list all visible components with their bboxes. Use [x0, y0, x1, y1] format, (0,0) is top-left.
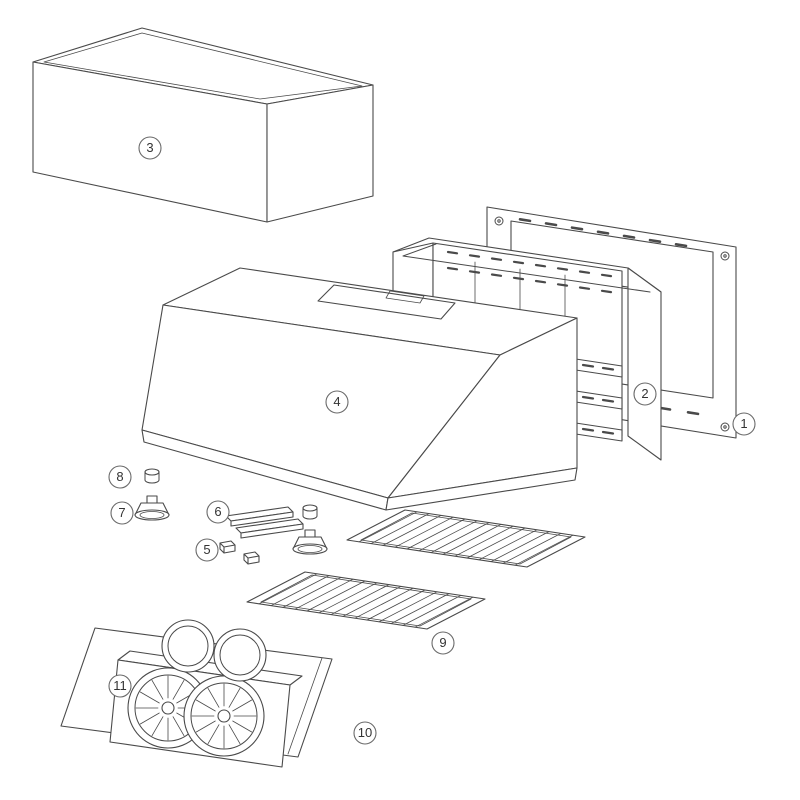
callout-label: 7 — [118, 505, 125, 520]
baffle-filter-upper — [346, 509, 586, 568]
fan-1-hub — [161, 701, 175, 715]
duct-cover-right-face — [266, 84, 374, 223]
callout-circle — [431, 631, 455, 655]
callout-label: 10 — [358, 725, 372, 740]
duct-cover-part — [32, 27, 374, 223]
corner-hole — [720, 422, 730, 432]
callout-label: 8 — [116, 469, 123, 484]
callout-label: 1 — [740, 416, 747, 431]
mounting-frame-top-slots — [518, 218, 688, 248]
bulb-top — [144, 468, 160, 476]
callout-label: 2 — [641, 386, 648, 401]
callout-label: 3 — [146, 140, 153, 155]
callout-label: 9 — [439, 635, 446, 650]
filter-frame — [246, 571, 486, 630]
callout-11: 11 — [108, 674, 132, 698]
housing-flange-line — [287, 657, 323, 755]
rail-a-side — [230, 511, 294, 527]
halogen-lamp-right — [292, 529, 328, 555]
filter-baffles — [358, 511, 574, 566]
callout-label: 6 — [214, 504, 221, 519]
callout-label: 5 — [203, 542, 210, 557]
liner-back-wall-slots-row1 — [446, 250, 613, 278]
baffle-filter-lower — [246, 571, 486, 630]
callout-6: 6 — [206, 500, 230, 524]
bulb-body — [144, 471, 160, 484]
duct-cover-inner-rim — [43, 32, 363, 100]
dual-blower-part — [109, 619, 303, 768]
callout-label: 11 — [113, 678, 127, 693]
callout-circle — [732, 412, 756, 436]
lamp-bulb-left — [144, 468, 160, 484]
callout-5: 5 — [195, 538, 219, 562]
callout-circle — [108, 674, 132, 698]
liner-back-wall-slots-row2 — [446, 266, 613, 294]
bulb-top — [302, 504, 318, 512]
corner-hole-dot — [723, 425, 727, 429]
corner-hole-dot — [723, 254, 727, 258]
callout-9: 9 — [431, 631, 455, 655]
filter-inner-frame — [260, 574, 472, 627]
callout-circle — [206, 500, 230, 524]
callout-2: 2 — [633, 382, 657, 406]
bracket-rails-part — [225, 506, 304, 539]
clip-2 — [243, 551, 260, 565]
hood-canopy-part — [141, 267, 578, 511]
callout-10: 10 — [353, 721, 377, 745]
liner-rail-slots — [581, 363, 615, 435]
filter-inner-frame — [360, 512, 572, 565]
hood-damper-tab — [385, 290, 425, 304]
callout-4: 4 — [325, 390, 349, 414]
filter-baffles — [258, 573, 474, 628]
liner-right-wall — [627, 267, 662, 461]
lamp-neck — [146, 495, 158, 504]
bulb-body — [302, 507, 318, 520]
fan-2-inner-rim — [190, 682, 258, 750]
callout-circle — [110, 501, 134, 525]
rail-b-side — [240, 523, 304, 539]
collar-ring-1 — [161, 619, 215, 673]
callout-circle — [325, 390, 349, 414]
callout-8: 8 — [108, 465, 132, 489]
halogen-lamp-left — [134, 495, 170, 521]
corner-hole — [720, 251, 730, 261]
corner-hole-dot — [497, 219, 501, 223]
fan-2-blades — [191, 683, 257, 749]
lamp-bulb-right — [302, 504, 318, 520]
callout-circle — [108, 465, 132, 489]
filter-clips-part — [219, 540, 260, 565]
hood-right-skirt — [385, 467, 578, 511]
lamp-neck — [304, 529, 316, 538]
collar-ring-2 — [213, 628, 267, 682]
corner-hole — [494, 216, 504, 226]
fan-2-hub — [217, 709, 231, 723]
callout-circle — [353, 721, 377, 745]
liner-inner-rim-edge — [402, 243, 651, 293]
callout-circle — [195, 538, 219, 562]
collar-ring-1-inner — [167, 625, 209, 667]
callout-7: 7 — [110, 501, 134, 525]
callout-label: 4 — [333, 394, 340, 409]
callout-3: 3 — [138, 136, 162, 160]
clip-1 — [219, 540, 236, 554]
collar-ring-2-inner — [219, 634, 261, 676]
callout-circle — [138, 136, 162, 160]
callout-1: 1 — [732, 412, 756, 436]
filter-frame — [346, 509, 586, 568]
lamp-lens — [297, 545, 323, 553]
lamp-lens — [139, 511, 165, 519]
hood-duct-opening — [317, 284, 456, 320]
callout-circle — [633, 382, 657, 406]
